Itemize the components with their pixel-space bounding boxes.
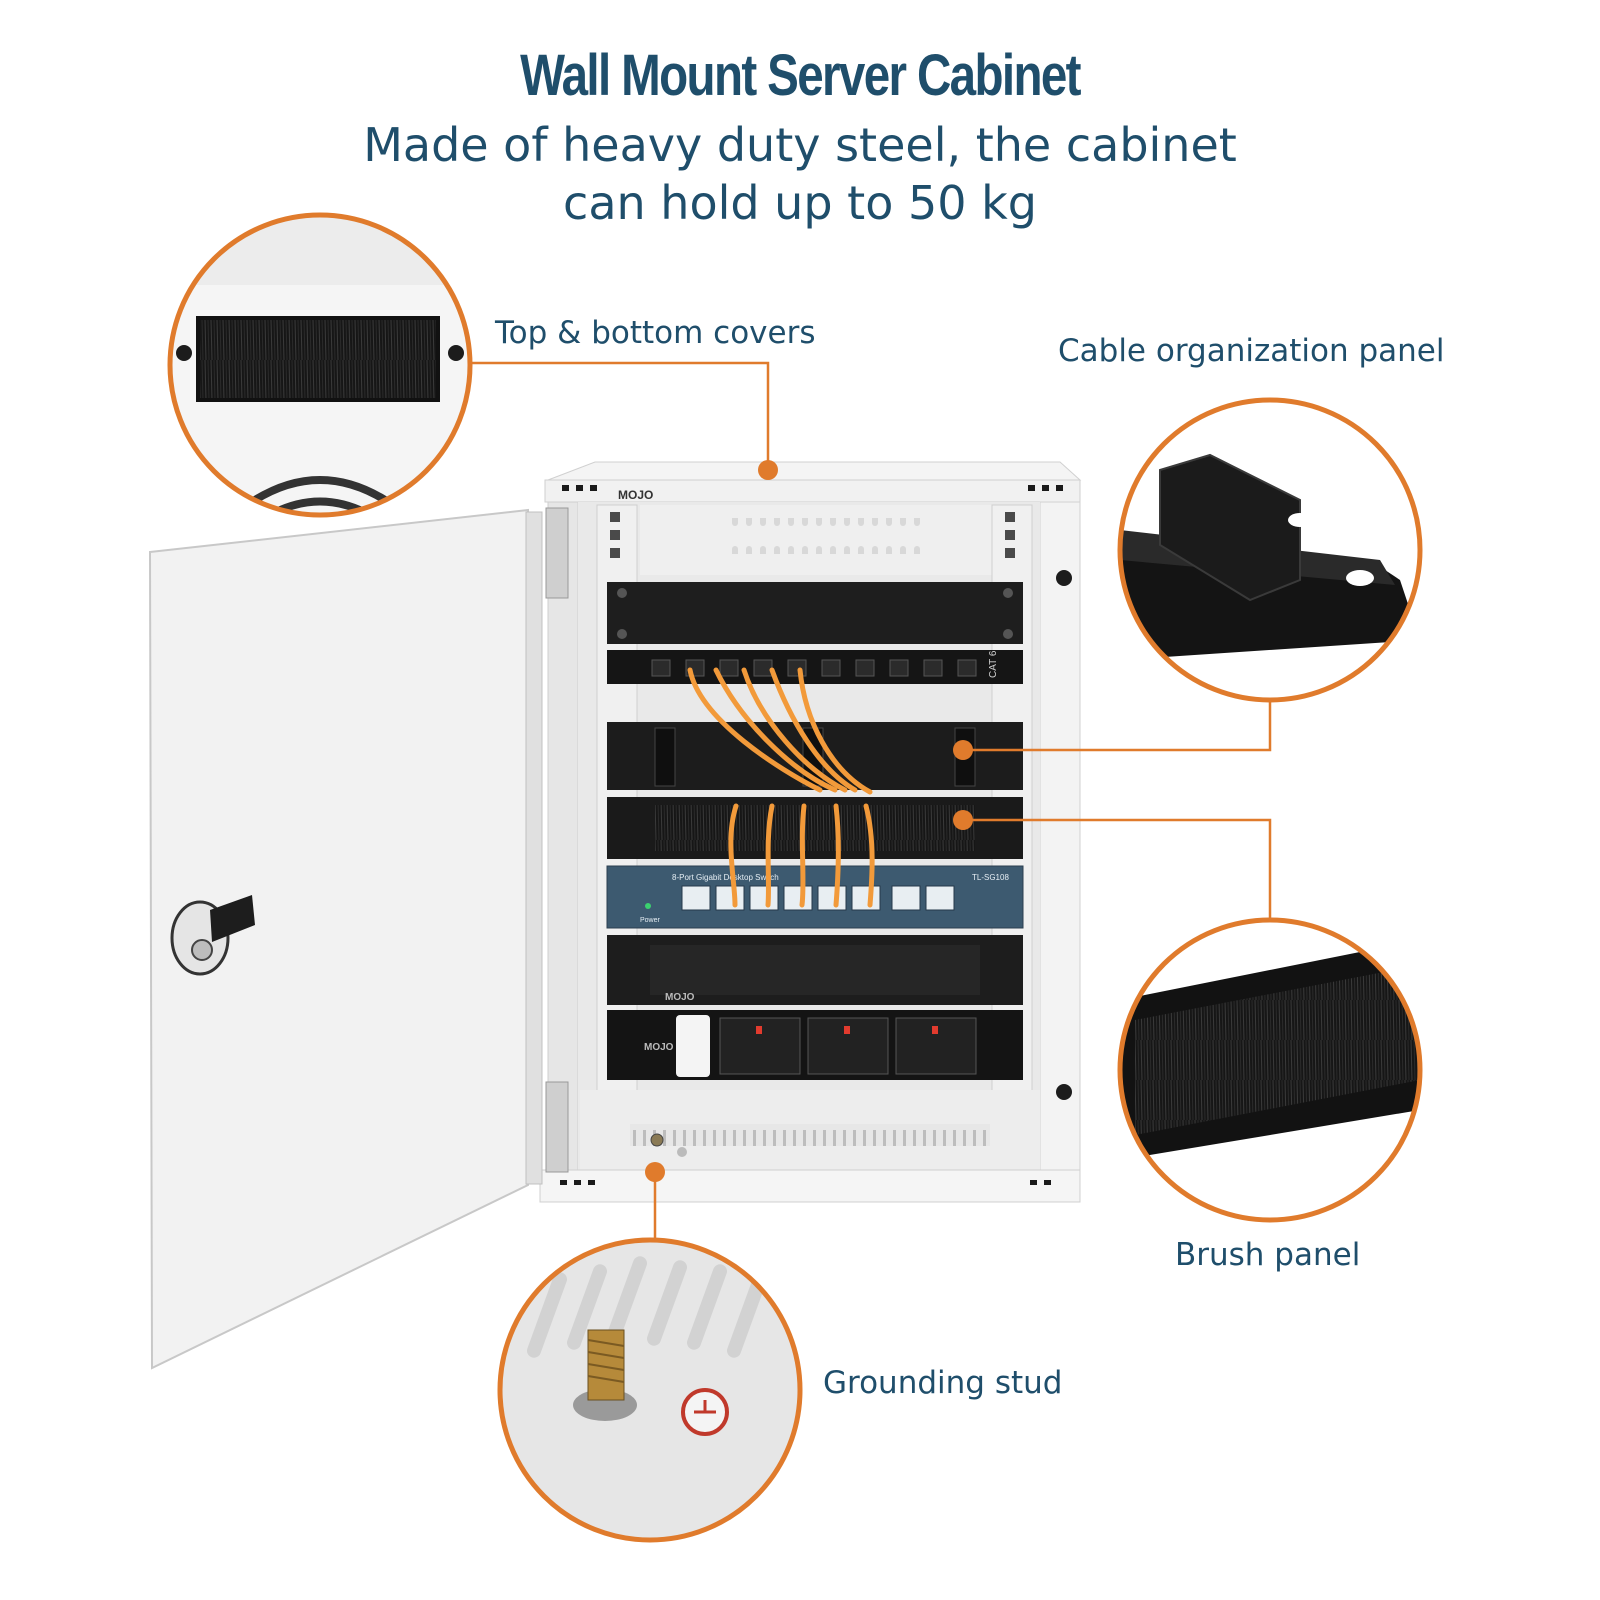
network-switch: 8-Port Gigabit Desktop Switch TL-SG108 P… — [606, 865, 1024, 929]
detail-cable-organization-panel — [1117, 397, 1423, 703]
power-distribution-unit: MOJO — [607, 1010, 1023, 1080]
page-title: Wall Mount Server Cabinet — [520, 43, 1081, 108]
detail-grounding-stud — [497, 1237, 803, 1543]
subtitle-line-2: can hold up to 50 kg — [563, 176, 1037, 230]
pdu-brand-mark: MOJO — [644, 1042, 674, 1053]
callout-brush-panel: Brush panel — [1175, 1237, 1361, 1273]
callout-top-bottom-covers: Top & bottom covers — [495, 315, 816, 351]
ethernet-cables — [687, 667, 875, 908]
switch-name: 8-Port Gigabit Desktop Switch — [672, 873, 779, 882]
callout-connector-lines — [472, 361, 1272, 1240]
callout-cable-organization-panel: Cable organization panel — [1058, 333, 1445, 369]
switch-power-label: Power — [640, 917, 661, 924]
switch-model: TL-SG108 — [972, 873, 1009, 882]
cabinet-brand-mark: MOJO — [618, 488, 653, 502]
server-cabinet: MOJO — [539, 461, 1082, 1203]
lock-icon — [170, 895, 255, 976]
callout-markers — [645, 460, 973, 1182]
callout-grounding-stud: Grounding stud — [823, 1365, 1063, 1401]
patch-panel-rating: CAT 6 — [988, 650, 999, 678]
grounding-symbol-icon — [681, 1388, 729, 1436]
subtitle-line-1: Made of heavy duty steel, the cabinet — [363, 118, 1237, 172]
cabinet-door — [148, 507, 569, 1370]
detail-brush-panel — [1117, 917, 1423, 1223]
shelf-brand-mark: MOJO — [665, 992, 695, 1003]
blank-panel — [607, 582, 1023, 644]
patch-panel: CAT 6 — [607, 650, 1023, 684]
detail-top-bottom-covers — [167, 212, 473, 518]
